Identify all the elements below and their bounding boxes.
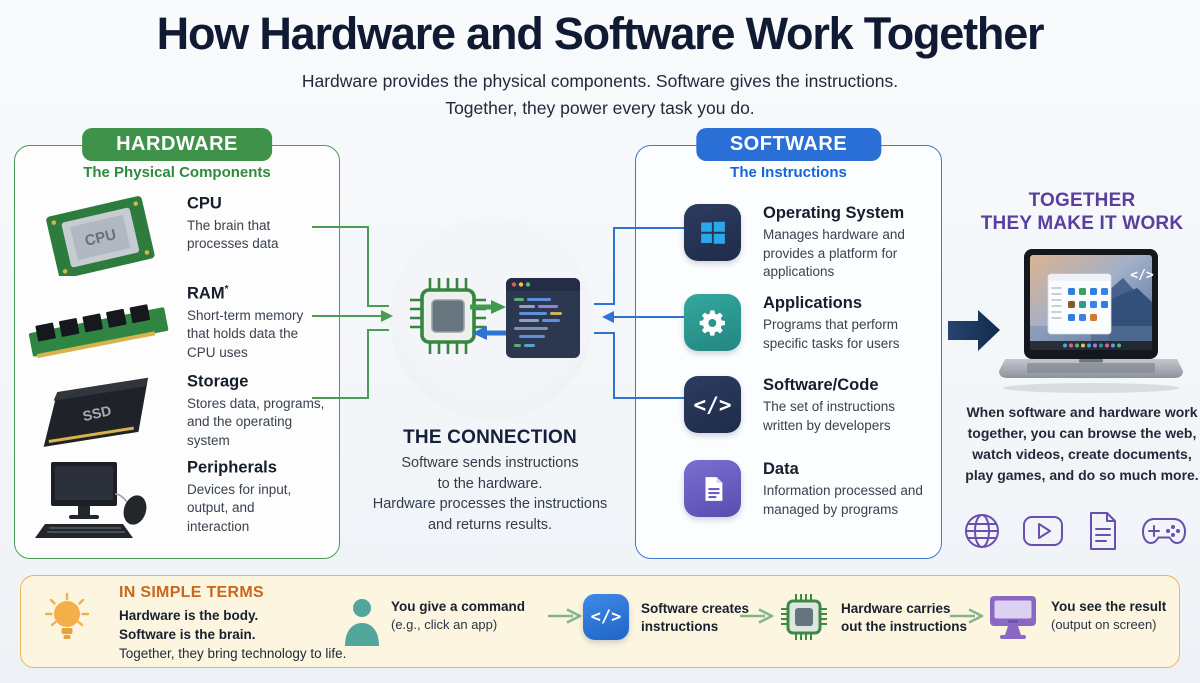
item-desc: The brain that processes data (187, 217, 279, 252)
document-icon (684, 460, 741, 517)
step-you-command: You give a command (e.g., click an app) (391, 599, 526, 632)
header: How Hardware and Software Work Together … (0, 8, 1200, 122)
software-item-code: </> Software/Code The set of instruction… (684, 376, 928, 435)
software-subtitle: The Instructions (730, 164, 847, 181)
desktop-computer-photo (23, 458, 173, 540)
connection-title: THE CONNECTION (403, 427, 577, 448)
windows-icon (684, 204, 741, 261)
cpu-chip-photo: CPU (23, 194, 173, 276)
hardware-item-ram: RAM* Short-term memory that holds data t… (23, 284, 337, 366)
simple-terms-text: IN SIMPLE TERMS Hardware is the body. So… (119, 584, 347, 662)
monitor-icon (990, 596, 1036, 639)
code-icon: </> (583, 594, 629, 640)
hardware-item-peripherals: Peripherals Devices for input, output, a… (23, 458, 337, 540)
item-title: Storage (187, 372, 249, 391)
gear-icon (684, 294, 741, 351)
chip-icon (781, 594, 827, 640)
item-desc: Manages hardware and provides a platform… (763, 227, 905, 280)
item-title: Peripherals (187, 458, 277, 477)
software-item-data: Data Information processed and managed b… (684, 460, 928, 519)
item-title: Data (763, 460, 799, 478)
step-see-result: You see the result (output on screen) (1051, 599, 1167, 632)
hardware-subtitle: The Physical Components (83, 164, 271, 181)
flow-arrow-icon (950, 608, 984, 624)
item-desc: Programs that perform specific tasks for… (763, 317, 900, 351)
page-subtitle: Hardware provides the physical component… (301, 71, 899, 119)
together-paragraph: When software and hardware work together… (965, 404, 1199, 483)
globe-icon (965, 514, 999, 548)
hardware-item-cpu: CPU CPU The brain that processes data (23, 194, 337, 276)
step-hardware-carries: Hardware carries out the instructions (841, 601, 967, 634)
hardware-badge: HARDWARE (82, 128, 272, 161)
simple-terms-badge: IN SIMPLE TERMS (119, 584, 264, 601)
item-title: RAM (187, 284, 225, 303)
connection-description: Software sends instructions to the hardw… (372, 455, 608, 533)
item-desc: Stores data, programs, and the operating… (187, 395, 325, 448)
together-title: TOGETHER THEY MAKE IT WORK (980, 190, 1184, 234)
simple-terms-bar: IN SIMPLE TERMS Hardware is the body. So… (20, 575, 1180, 668)
together-icons-row (960, 510, 1188, 552)
item-title: Operating System (763, 204, 905, 222)
software-badge: SOFTWARE (695, 128, 882, 161)
software-item-applications: Applications Programs that perform speci… (684, 294, 928, 353)
software-panel: SOFTWARE The Instructions Operating Syst… (635, 128, 942, 559)
flow-arrow-icon (548, 608, 582, 624)
together-arrow-icon (948, 310, 1000, 351)
connection-circle (390, 217, 593, 420)
lightbulb-icon (44, 592, 90, 639)
item-desc: Information processed and managed by pro… (763, 483, 923, 517)
hardware-panel: HARDWARE The Physical Components CPU CPU (14, 128, 340, 559)
video-player-icon (1023, 516, 1064, 546)
item-desc: The set of instructions written by devel… (763, 399, 896, 433)
person-icon (345, 599, 379, 646)
document-icon (1089, 512, 1116, 550)
item-desc: Devices for input, output, and interacti… (187, 481, 292, 534)
item-title: Software/Code (763, 376, 879, 394)
svg-text:SSD: SSD (81, 402, 113, 424)
item-title: Applications (763, 294, 863, 312)
ssd-photo: SSD (23, 372, 173, 454)
code-icon: </> (684, 376, 741, 433)
laptop-image: </> (999, 249, 1183, 393)
hardware-item-storage: SSD Storage Stores data, programs, and t… (23, 372, 337, 454)
flow-arrow-icon (740, 608, 774, 624)
page-title: How Hardware and Software Work Together (156, 8, 1045, 59)
blue-arrowhead (602, 311, 614, 323)
laptop-code-glyph: </> (1130, 268, 1154, 283)
svg-text:CPU: CPU (83, 226, 118, 250)
item-title: CPU (187, 194, 222, 213)
step-software-creates: Software creates instructions (641, 601, 750, 634)
software-item-os: Operating System Manages hardware and pr… (684, 204, 928, 282)
item-desc: Short-term memory that holds data the CP… (187, 307, 304, 360)
game-controller-icon (1141, 518, 1186, 544)
ram-stick-photo (23, 284, 173, 366)
